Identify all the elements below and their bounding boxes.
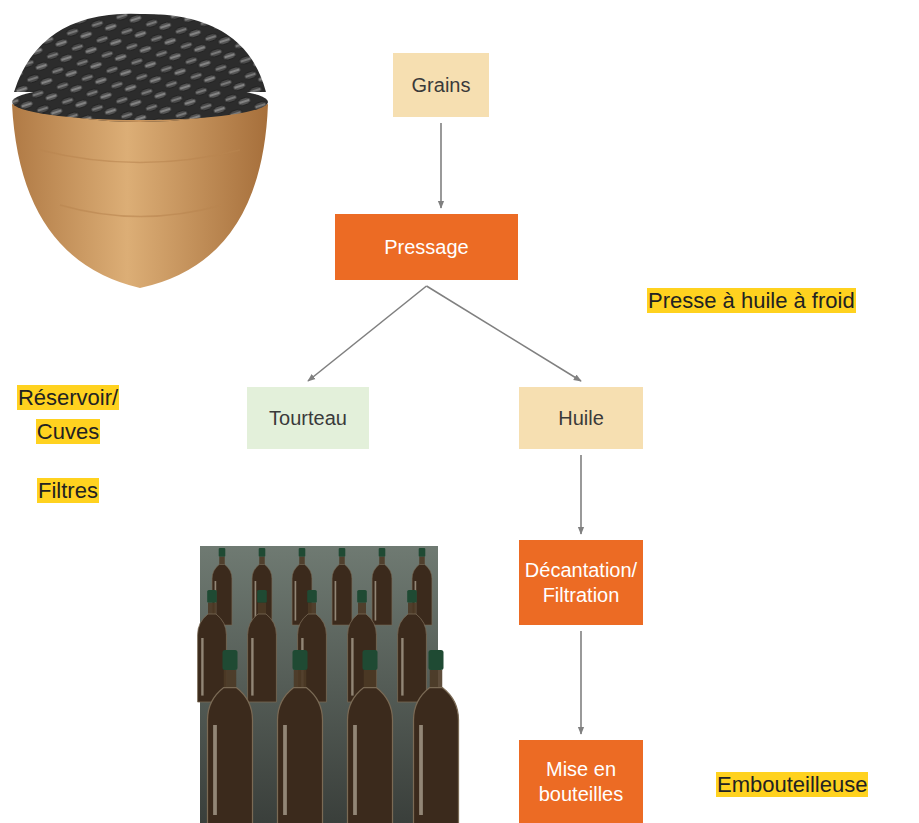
process-box: Pressage <box>335 214 518 280</box>
oil-bottles-photo <box>198 546 459 823</box>
output-box: Tourteau <box>247 387 369 449</box>
equipment-label: Filtres <box>6 474 130 508</box>
input-box: Grains <box>393 53 489 117</box>
highlighted-label: Embouteilleuse <box>716 772 868 797</box>
flow-arrow <box>440 123 442 208</box>
output-box: Huile <box>519 387 643 449</box>
process-box: Décantation/ Filtration <box>519 540 643 625</box>
highlighted-label: Réservoir/ Cuves <box>17 385 119 444</box>
seed-bowl-photo <box>12 14 268 288</box>
highlighted-label: Filtres <box>37 478 99 503</box>
flow-arrow <box>427 286 582 381</box>
highlighted-label: Presse à huile à froid <box>647 288 856 313</box>
equipment-label: Réservoir/ Cuves <box>6 381 130 449</box>
flow-arrow <box>580 455 582 534</box>
node-text: Huile <box>558 406 604 431</box>
process-box: Mise en bouteilles <box>519 740 643 823</box>
node-text: Pressage <box>384 235 469 260</box>
equipment-label: Presse à huile à froid <box>647 284 915 318</box>
flow-arrow <box>308 286 427 381</box>
equipment-label: Embouteilleuse <box>716 768 906 802</box>
node-text: Mise en bouteilles <box>527 757 635 807</box>
flow-arrow <box>580 631 582 734</box>
node-text: Grains <box>412 73 471 98</box>
node-text: Tourteau <box>269 406 347 431</box>
node-text: Décantation/ Filtration <box>525 558 637 608</box>
